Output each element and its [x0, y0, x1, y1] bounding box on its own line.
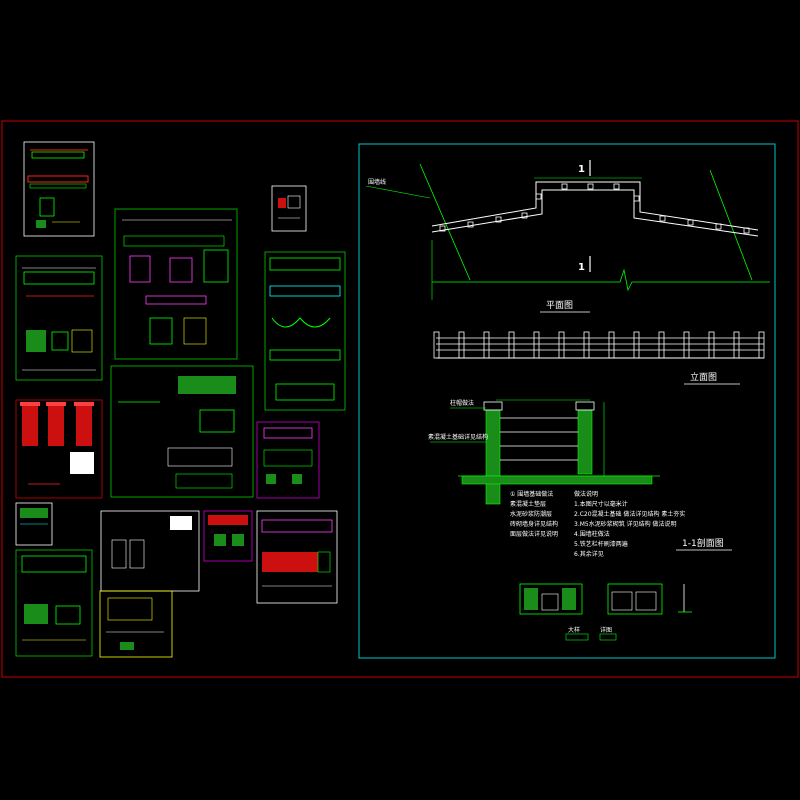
- plan-view-title: 平面图: [546, 300, 573, 311]
- note-left-0: ① 围墙基础做法: [510, 490, 553, 498]
- notes-right: 做法说明 1.本图尺寸以毫米计 2.C20混凝土基础 做法详见结构 素土夯实 3…: [574, 490, 685, 558]
- sheet-thumbnail-3[interactable]: [15, 399, 103, 499]
- note-right-0: 做法说明: [574, 490, 598, 498]
- elevation-post: [708, 331, 715, 359]
- sheet-thumbnail-13[interactable]: [203, 510, 253, 562]
- elevation-post: [533, 331, 540, 359]
- bottom-details: 大样 详图: [519, 583, 692, 641]
- main-detail-sheet: 1 1 围墙线 平面图 立面图: [358, 143, 776, 659]
- notes-left: ① 围墙基础做法 素混凝土垫层 水泥砂浆防潮层 砖砌墙身详见结构 面层做法详见说…: [510, 490, 558, 538]
- elevation-post: [583, 331, 590, 359]
- section-mark-bottom: 1: [578, 262, 585, 273]
- sheet-thumbnail-14[interactable]: [256, 510, 338, 604]
- sheet-thumbnail-5[interactable]: [15, 549, 93, 657]
- elevation-post: [433, 331, 440, 359]
- sheet-thumbnail-8[interactable]: [264, 251, 346, 411]
- elevation-post: [658, 331, 665, 359]
- note-right-4: 4.围墙柱做法: [574, 530, 610, 538]
- note-left-1: 素混凝土垫层: [510, 500, 546, 508]
- elevation-post: [733, 331, 740, 359]
- sheet-thumbnail-4[interactable]: [15, 502, 53, 546]
- main-sheet-border: [358, 143, 776, 659]
- elevation-view: 立面图: [433, 331, 765, 385]
- sheet-thumbnail-12[interactable]: [99, 590, 173, 658]
- elevation-post: [483, 331, 490, 359]
- section-mark-top: 1: [578, 164, 585, 175]
- sheet-thumbnail-9[interactable]: [110, 365, 254, 498]
- note-right-1: 1.本图尺寸以毫米计: [574, 500, 628, 508]
- plan-view: 1 1 围墙线 平面图: [365, 160, 770, 313]
- note-right-5: 5.铁艺栏杆刷漆两遍: [574, 540, 628, 548]
- note-left-2: 水泥砂浆防潮层: [510, 510, 552, 518]
- sheet-thumbnail-6[interactable]: [114, 208, 238, 360]
- sheet-thumbnail-1[interactable]: [23, 141, 95, 237]
- sheet-thumbnail-7[interactable]: [271, 185, 307, 232]
- elevation-post: [633, 331, 640, 359]
- elevation-post: [608, 331, 615, 359]
- sheet-thumbnail-10[interactable]: [256, 421, 320, 499]
- note-right-6: 6.其余详见: [574, 550, 604, 558]
- sheet-thumbnail-11[interactable]: [100, 510, 200, 592]
- elevation-post: [758, 331, 765, 359]
- callout-foundation: 素混凝土基础详见结构: [428, 433, 488, 441]
- detail-tag-2: 详图: [600, 626, 612, 634]
- elevation-post: [683, 331, 690, 359]
- section-view-title: 1-1剖面图: [682, 537, 724, 549]
- elevation-view-title: 立面图: [690, 371, 717, 383]
- drawing-frame: [1, 120, 799, 678]
- note-right-3: 3.M5水泥砂浆砌筑 详见结构 做法说明: [574, 520, 677, 528]
- elevation-post: [508, 331, 515, 359]
- note-right-2: 2.C20混凝土基础 做法详见结构 素土夯实: [574, 510, 685, 518]
- callout-cap: 柱帽做法: [450, 399, 474, 407]
- elevation-post: [458, 331, 465, 359]
- sheet-thumbnail-2[interactable]: [15, 255, 103, 381]
- detail-tag-1: 大样: [568, 626, 580, 634]
- section-view: 柱帽做法 素混凝土基础详见结构 ① 围墙基础做法 素混凝土垫层 水泥砂浆防潮层 …: [428, 399, 732, 558]
- elevation-post: [558, 331, 565, 359]
- note-left-4: 面层做法详见说明: [510, 530, 558, 538]
- note-left-3: 砖砌墙身详见结构: [510, 520, 558, 528]
- wall-line-label: 围墙线: [368, 178, 386, 186]
